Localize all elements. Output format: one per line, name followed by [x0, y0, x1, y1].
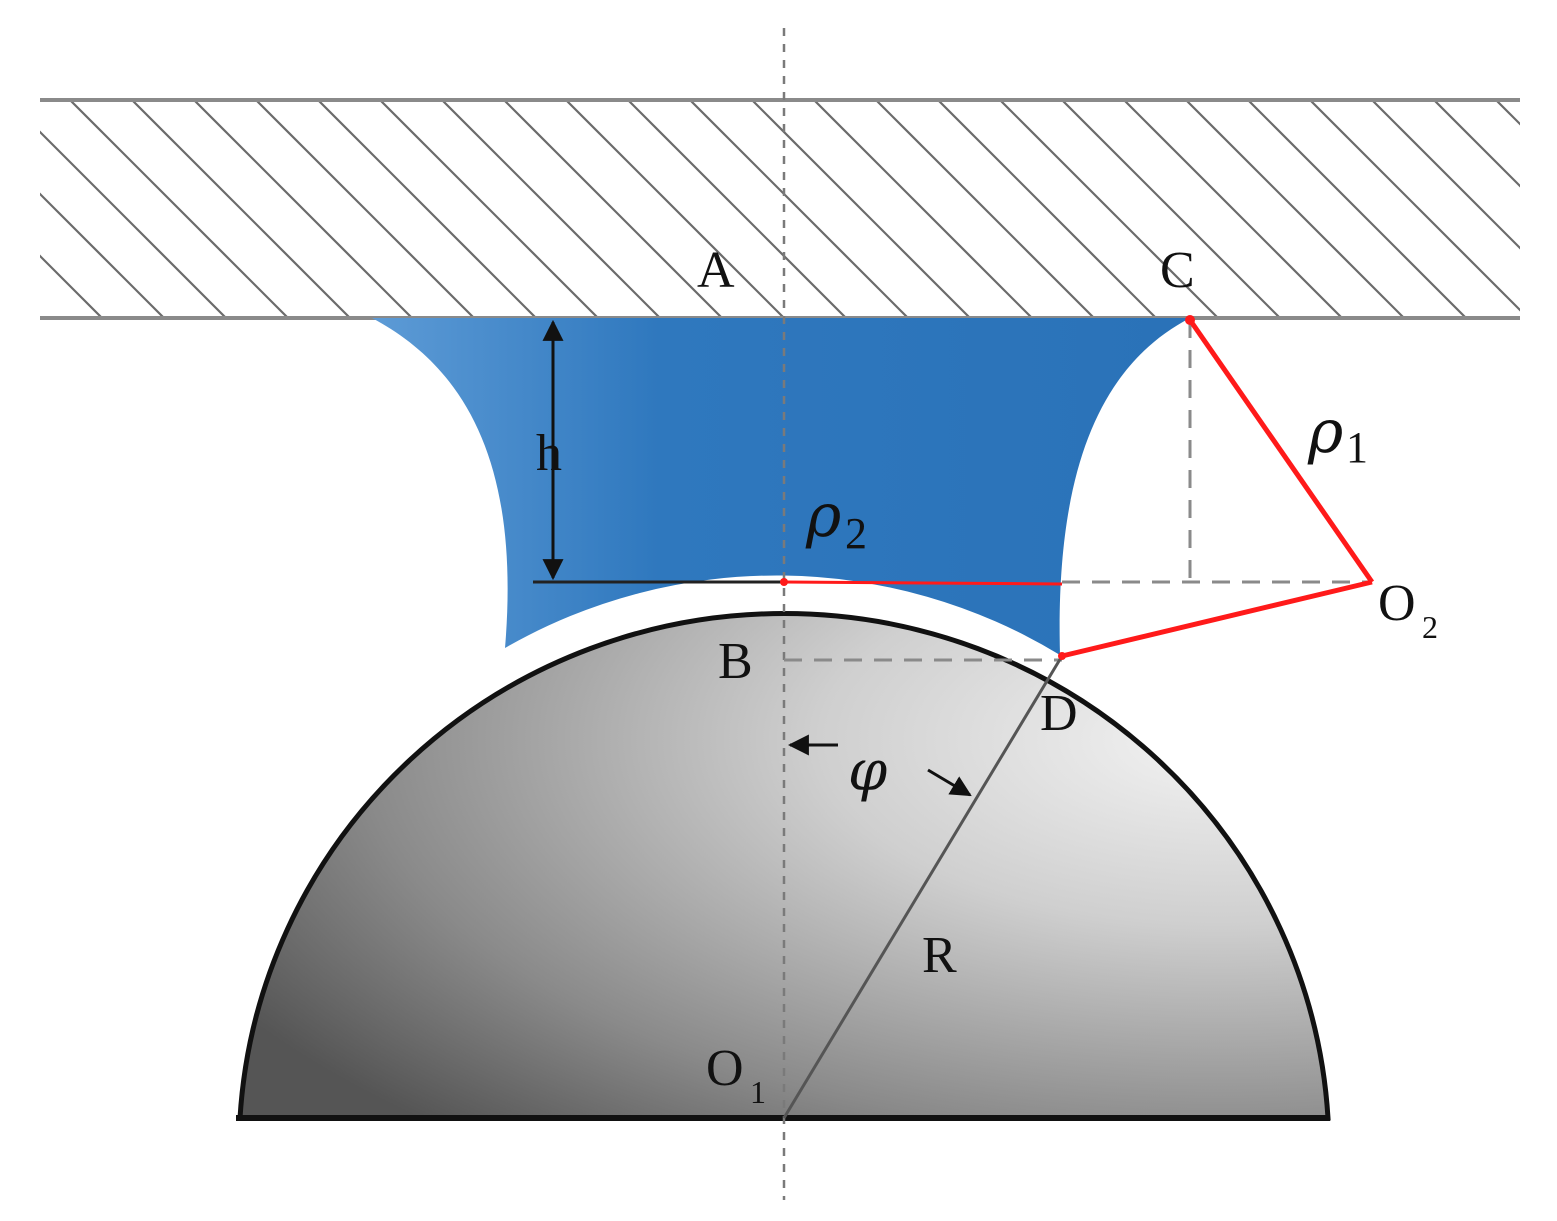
label-D: D — [1040, 685, 1078, 742]
label-rho2-subscript: 2 — [845, 509, 867, 558]
hatch-line — [627, 100, 847, 318]
label-h: h — [536, 425, 562, 482]
hatch-line — [1061, 100, 1281, 318]
hatch-line — [1495, 100, 1520, 126]
hatch-line — [813, 100, 1033, 318]
label-B: B — [718, 633, 753, 690]
phi-arrow-right — [927, 768, 972, 797]
hatch-line — [875, 100, 1095, 318]
upper-plate — [40, 98, 1520, 320]
hatch-line — [131, 100, 351, 318]
hatch-line — [1309, 100, 1520, 312]
hatch-line — [379, 100, 599, 318]
label-O1: O 1 — [706, 1040, 766, 1110]
label-A: A — [697, 242, 735, 299]
plate-hatching — [40, 100, 1520, 318]
label-rho1-base: ρ — [1307, 397, 1343, 467]
label-C: C — [1160, 242, 1195, 299]
hatch-line — [317, 100, 537, 318]
hatch-line — [40, 130, 227, 318]
label-O2-base: O — [1378, 575, 1416, 632]
hatch-line — [1371, 100, 1520, 250]
label-phi: φ — [848, 739, 887, 804]
label-rho1: ρ 1 — [1307, 397, 1368, 472]
rho2-line — [783, 580, 1063, 586]
point-D — [1058, 652, 1066, 660]
hatch-line — [1185, 100, 1405, 318]
hatch-line — [1123, 100, 1343, 318]
hatch-line — [1433, 100, 1520, 188]
label-O2: O 2 — [1378, 575, 1438, 645]
hatch-line — [193, 100, 413, 318]
label-O2-subscript: 2 — [1422, 609, 1438, 645]
hatch-line — [255, 100, 475, 318]
hatch-line — [40, 254, 103, 318]
hatch-line — [751, 100, 971, 318]
hatch-line — [689, 100, 909, 318]
hatch-line — [40, 316, 41, 318]
label-R: R — [922, 927, 957, 984]
hatch-line — [1247, 100, 1467, 318]
label-rho2-base: ρ — [805, 481, 841, 551]
point-C — [1185, 315, 1195, 325]
label-O1-base: O — [706, 1040, 744, 1097]
point-neck — [780, 578, 788, 586]
rho1-line-C-O2 — [1187, 318, 1375, 584]
label-rho1-subscript: 1 — [1346, 423, 1368, 472]
hatch-line — [937, 100, 1157, 318]
label-rho2: ρ 2 — [805, 481, 867, 558]
hatch-line — [69, 100, 289, 318]
hatch-line — [503, 100, 723, 318]
hatch-line — [441, 100, 661, 318]
hatch-line — [565, 100, 785, 318]
rho1-line-O2-D — [1061, 579, 1373, 659]
liquid-bridge — [372, 318, 1190, 655]
label-O1-subscript: 1 — [750, 1074, 766, 1110]
hatch-line — [40, 192, 165, 318]
radius-line-R — [782, 655, 1064, 1119]
hatch-line — [999, 100, 1219, 318]
